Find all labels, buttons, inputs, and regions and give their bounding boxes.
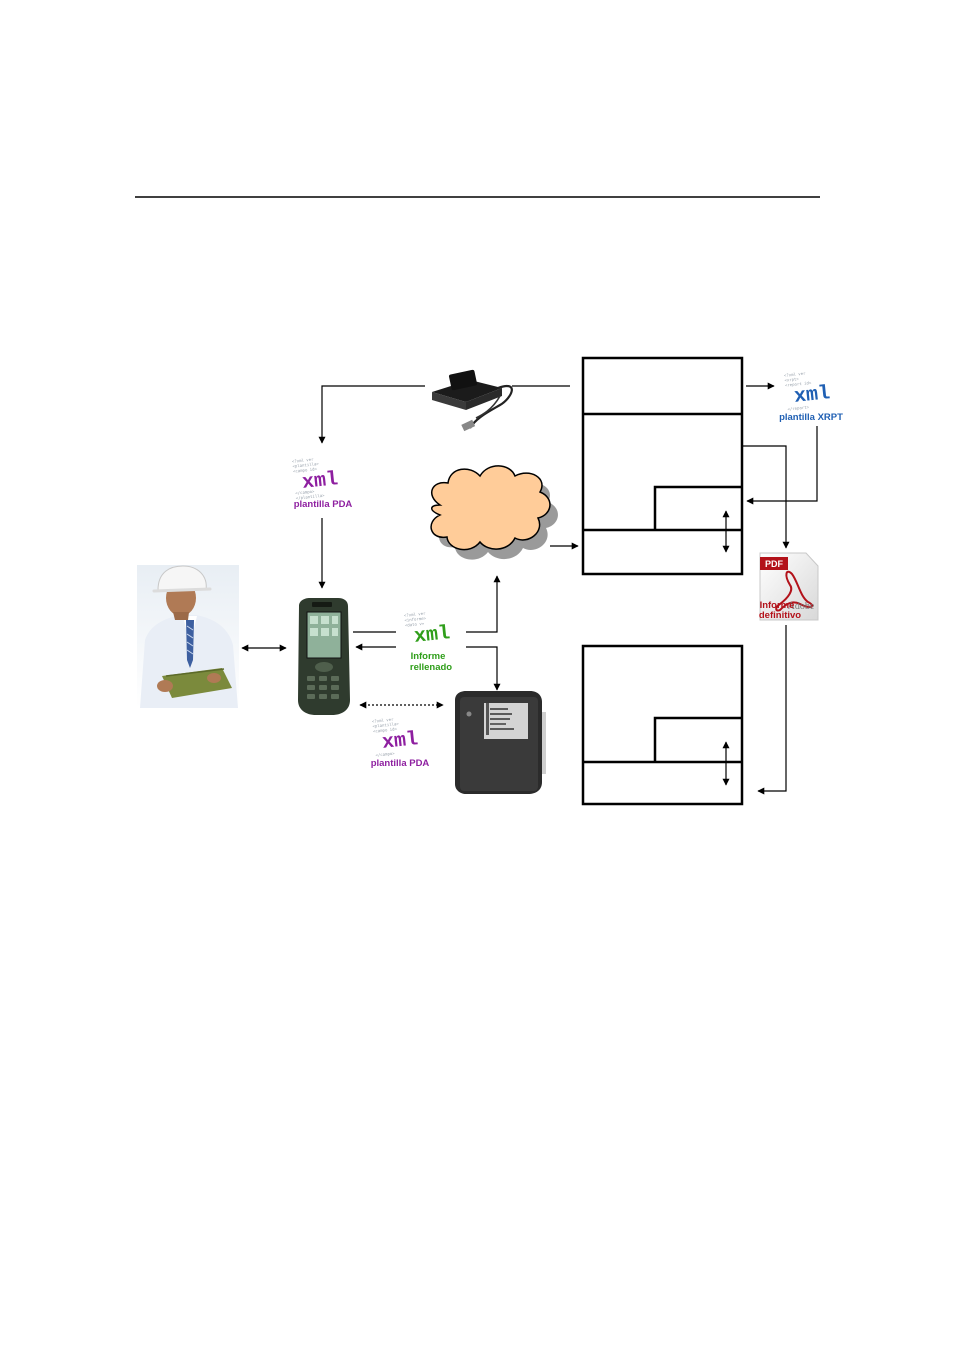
label-informe-rellenado-line2: rellenado <box>410 662 452 673</box>
pdf-badge: PDF <box>765 559 784 569</box>
xml-to-cloud-arrow <box>466 575 501 633</box>
xml-informe-rellenado-icon: <?xml ver <informe> <dato v= xml Informe… <box>397 602 467 673</box>
svg-text:<plantilla>: <plantilla> <box>372 721 399 729</box>
xml-plantilla-pda-top-icon: <?xml ver <plantilla> <campo id= </campo… <box>285 448 355 510</box>
pdf-to-storage-arrow <box>757 625 787 795</box>
label-plantilla-xrpt: plantilla XRPT <box>779 412 843 423</box>
xml-plantilla-xrpt-icon: <?xml ver <xrpt> <report id= </report> x… <box>777 362 847 423</box>
pda-device-icon <box>298 598 350 715</box>
svg-text:</campo>: </campo> <box>295 489 315 496</box>
svg-text:<report id=: <report id= <box>785 380 812 388</box>
docking-cradle-icon <box>425 348 513 440</box>
server-to-pdf-arrow <box>742 445 790 549</box>
internet-cloud-icon <box>430 465 558 560</box>
label-informe-definitivo-line2: definitivo <box>759 610 801 621</box>
engineer-person-icon <box>137 565 239 708</box>
xml-plantilla-pda-bottom-icon: <?xml ver <plantilla> <campo id= </campo… <box>365 708 435 769</box>
svg-text:<campo id=: <campo id= <box>293 466 318 474</box>
svg-text:<informe>: <informe> <box>404 615 427 622</box>
svg-text:<?xml ver: <?xml ver <box>784 371 807 378</box>
xml-word: xml <box>793 382 831 409</box>
label-informe-rellenado-line1: Informe <box>411 651 446 662</box>
svg-text:<dato v=: <dato v= <box>405 621 425 628</box>
label-plantilla-pda-top: plantilla PDA <box>294 499 353 510</box>
xml-to-terminal-arrow <box>466 646 501 691</box>
data-terminal-device-icon <box>455 691 546 794</box>
svg-text:</campo>: </campo> <box>375 751 395 758</box>
svg-text:<?xml ver: <?xml ver <box>292 457 315 464</box>
xrpt-to-server-arrow <box>746 426 818 505</box>
svg-text:<campo id=: <campo id= <box>373 726 398 734</box>
svg-text:</report>: </report> <box>787 404 810 411</box>
svg-text:</plantilla>: </plantilla> <box>296 493 326 501</box>
label-informe-definitivo-line1: Informe <box>760 600 795 611</box>
storage-system-box <box>581 644 744 806</box>
svg-text:<xrpt>: <xrpt> <box>784 376 799 383</box>
xml-word: xml <box>301 468 339 495</box>
xml-word: xml <box>381 728 419 755</box>
label-plantilla-pda-bottom: plantilla PDA <box>371 758 430 769</box>
svg-text:<plantilla>: <plantilla> <box>292 461 319 469</box>
adobe-word: Adobe <box>788 601 815 612</box>
server-system-box <box>581 356 744 576</box>
pdf-informe-definitivo-icon: PDF Adobe Informe definitivo <box>759 552 819 621</box>
svg-text:<?xml ver: <?xml ver <box>404 611 427 618</box>
cradle-to-xml-pda-arrow <box>318 385 425 444</box>
svg-text:<?xml ver: <?xml ver <box>372 717 395 724</box>
xml-word: xml <box>413 622 451 649</box>
